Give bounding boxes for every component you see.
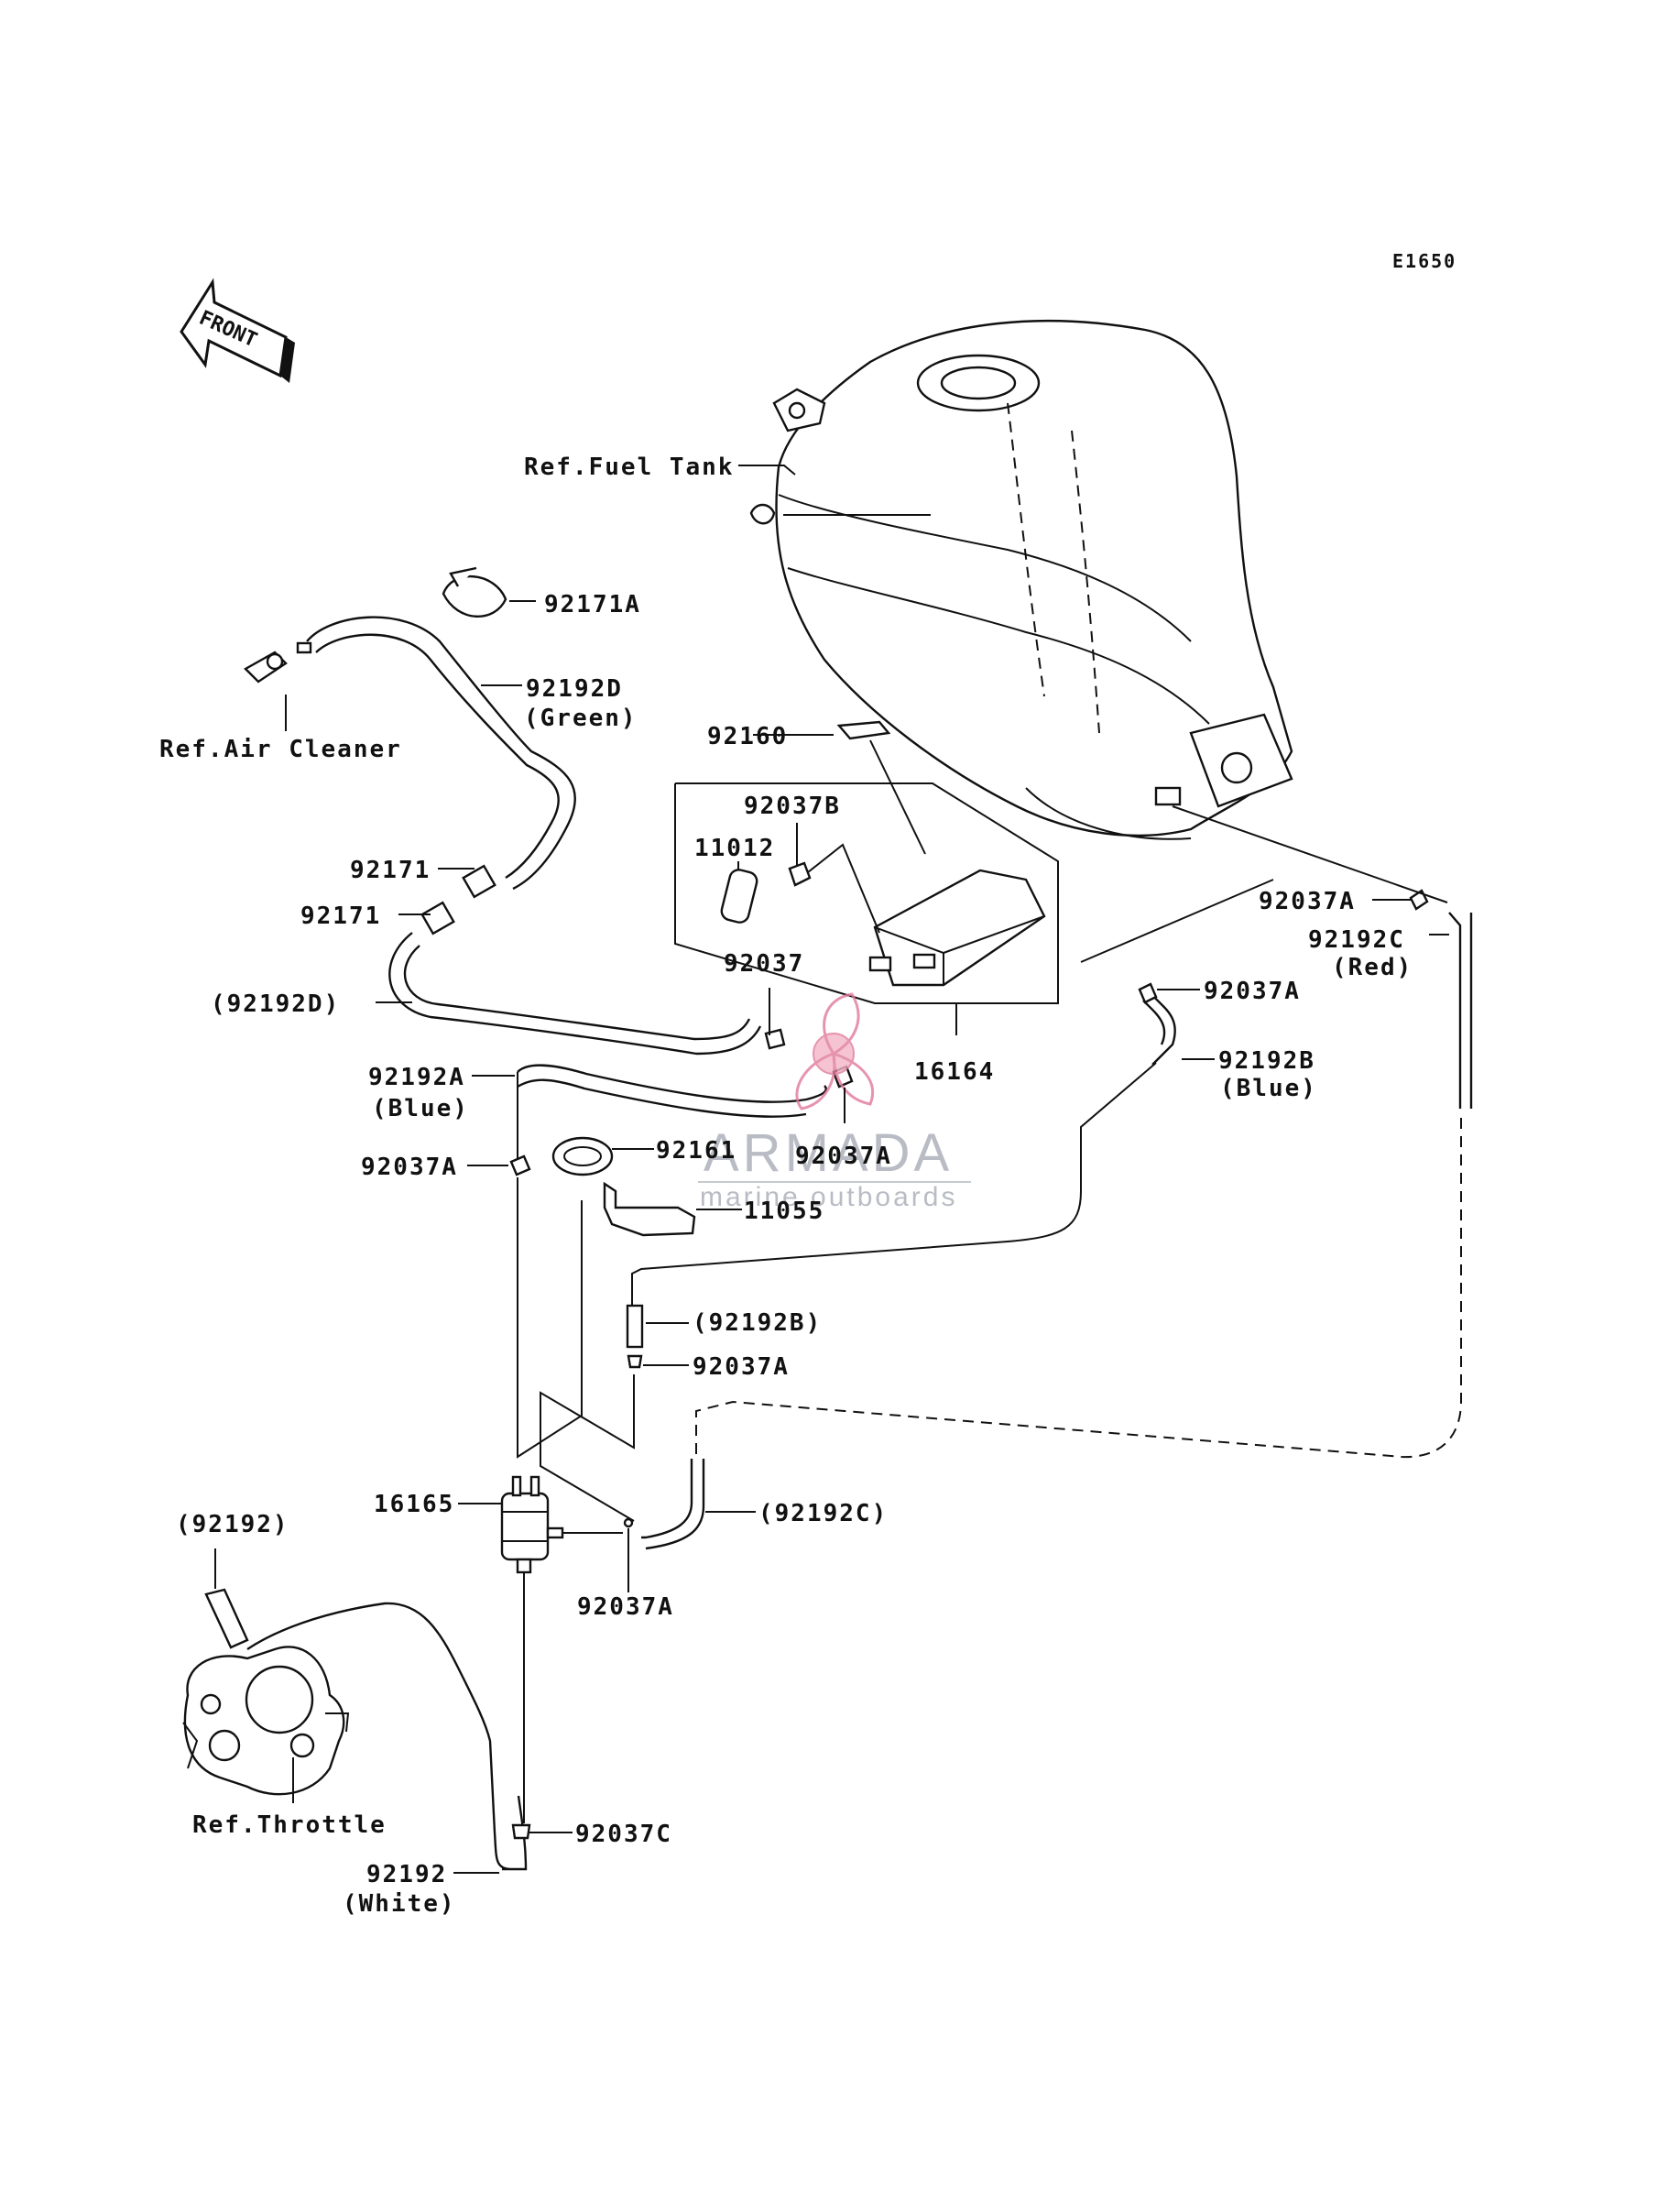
label-blue-b: (Blue) <box>1220 1075 1317 1102</box>
label-92037A-low: 92037A <box>693 1353 790 1381</box>
label-92037C: 92037C <box>575 1821 672 1848</box>
hose-92192D-paren <box>388 932 762 1056</box>
clamp-92037A-low <box>627 1354 643 1369</box>
label-92192C-paren: (92192C) <box>758 1500 888 1527</box>
label-92037A-canister: 92037A <box>795 1143 892 1170</box>
label-92192B-paren: (92192B) <box>693 1309 822 1337</box>
label-92037A-filter: 92037A <box>577 1593 674 1621</box>
label-green: (Green) <box>524 705 638 732</box>
clip-92171A-tab <box>449 566 477 587</box>
label-92192B: 92192B <box>1218 1047 1315 1075</box>
hose-92192A-blue <box>517 1064 827 1118</box>
hose-92192D-green <box>306 616 577 891</box>
label-ref-fuel-tank: Ref.Fuel Tank <box>524 454 735 481</box>
label-92037B: 92037B <box>744 793 841 820</box>
label-ref-air-cleaner: Ref.Air Cleaner <box>159 736 402 763</box>
hose-92192C-red <box>1448 912 1473 1109</box>
clamp-92037A-left <box>509 1154 531 1176</box>
label-92171-1: 92171 <box>350 857 431 884</box>
hose-92192B-lower <box>626 1304 644 1349</box>
label-92037A-left: 92037A <box>361 1154 458 1181</box>
clamp-92037A-filter <box>623 1517 634 1528</box>
label-11012: 11012 <box>694 835 775 862</box>
filter-16165 <box>500 1475 564 1574</box>
throttle-body <box>182 1588 350 1796</box>
clamp-92037B <box>788 861 812 887</box>
label-11055: 11055 <box>744 1198 824 1225</box>
label-92192-paren: (92192) <box>176 1511 289 1538</box>
label-blue-a: (Blue) <box>372 1095 469 1122</box>
ring-92161 <box>551 1136 614 1176</box>
label-92037A-right: 92037A <box>1204 978 1301 1005</box>
pad-92160 <box>836 720 891 740</box>
label-92192D: 92192D <box>526 675 623 703</box>
label-92192C: 92192C <box>1308 926 1405 954</box>
hose-92192C-lower <box>641 1459 705 1550</box>
fuel-tank <box>749 319 1293 840</box>
label-92037: 92037 <box>724 950 804 978</box>
label-92171A: 92171A <box>544 591 641 618</box>
canister-16164 <box>674 782 1059 1004</box>
label-92192D-paren: (92192D) <box>211 990 340 1018</box>
label-16164: 16164 <box>914 1058 995 1086</box>
watermark-logo: ARMADA marine outboards <box>698 992 971 1212</box>
diagram-code: E1650 <box>1392 250 1456 272</box>
label-92037A-tank: 92037A <box>1259 888 1356 915</box>
clamp-92037C <box>511 1823 531 1840</box>
label-92192A: 92192A <box>368 1064 465 1091</box>
label-16165: 16165 <box>374 1491 454 1518</box>
clip-92171-1 <box>462 864 496 899</box>
clamp-92037A-right <box>1138 982 1158 1004</box>
clip-92171-2 <box>420 901 455 935</box>
leader-lines <box>214 465 1449 1874</box>
label-92161: 92161 <box>656 1137 736 1165</box>
label-92160: 92160 <box>707 723 788 750</box>
hose-92192B-blue <box>1142 994 1176 1066</box>
air-cleaner-fitting <box>244 641 312 684</box>
label-ref-throttle: Ref.Throttle <box>192 1811 387 1839</box>
watermark-brand: ARMADA <box>704 1123 953 1183</box>
label-red: (Red) <box>1332 954 1413 981</box>
label-white: (White) <box>343 1890 456 1918</box>
label-92192: 92192 <box>366 1861 447 1888</box>
bracket-11055 <box>603 1181 696 1237</box>
clip-92171A <box>442 574 507 618</box>
cap-11012 <box>720 869 758 924</box>
label-92171-2: 92171 <box>300 903 381 930</box>
front-arrow-icon: FRONT <box>180 278 295 383</box>
watermark-tagline: marine outboards <box>700 1182 957 1212</box>
